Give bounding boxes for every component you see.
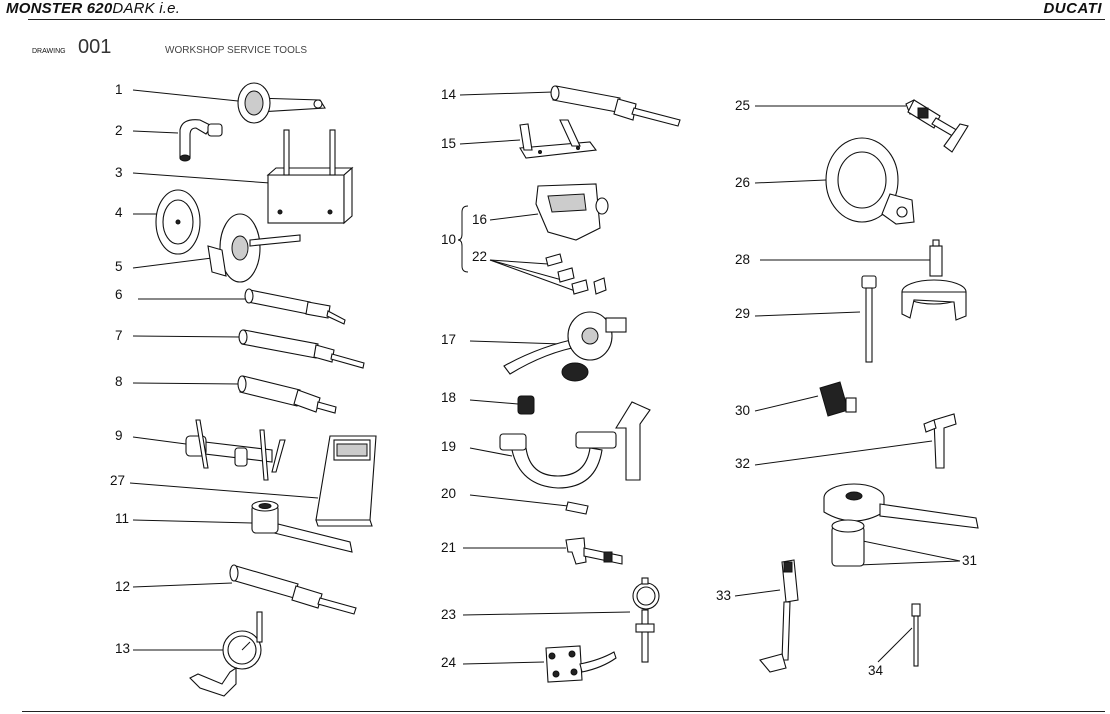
callout-23: 23 <box>441 607 456 622</box>
tool-22-pins <box>545 253 607 295</box>
callout-30: 30 <box>735 403 750 418</box>
callout-24: 24 <box>441 655 457 670</box>
tool-34-probe <box>911 603 921 667</box>
callout-22: 22 <box>472 249 487 264</box>
callout-15: 15 <box>441 136 456 151</box>
tool-27-tester <box>315 435 377 527</box>
tool-25-t-handle <box>905 99 969 153</box>
callout-26: 26 <box>735 175 750 190</box>
drawing-label: DRAWING <box>32 48 66 55</box>
callout-16: 16 <box>472 212 487 227</box>
callout-9: 9 <box>115 428 123 443</box>
tool-17-flywheel-holder <box>503 311 627 382</box>
tool-1-wrench <box>237 82 326 124</box>
callout-17: 17 <box>441 332 456 347</box>
tool-30-knurled-nut <box>819 381 857 417</box>
tool-33-puller-rod <box>759 559 799 673</box>
footer-rule <box>22 711 1105 712</box>
callout-4: 4 <box>115 205 123 220</box>
callout-6: 6 <box>115 287 123 302</box>
tool-11-socket-wrench <box>251 500 353 553</box>
tool-5-timing-disc <box>207 213 301 283</box>
callout-27: 27 <box>110 473 125 488</box>
tool-14-drift <box>550 85 681 127</box>
tool-7-drift <box>238 329 365 369</box>
tool-4-degree-wheel <box>155 189 201 255</box>
tool-23-bore-gauge <box>632 577 660 663</box>
tool-13-dial-gauge <box>189 611 263 697</box>
brand-logo: DUCATI <box>1043 0 1102 17</box>
model-title: MONSTER 620DARK i.e. <box>6 0 180 17</box>
callout-21: 21 <box>441 540 456 555</box>
callout-31: 31 <box>962 553 977 568</box>
tool-24-holder <box>545 645 617 683</box>
tool-8-drift <box>237 375 337 414</box>
tool-15-support <box>519 119 598 159</box>
callout-10: 10 <box>441 232 456 247</box>
drawing-title: WORKSHOP SERVICE TOOLS <box>165 45 308 56</box>
tool-21-tensioner <box>565 537 623 565</box>
tool-29-pin <box>861 275 877 363</box>
callout-34: 34 <box>868 663 884 678</box>
callout-19: 19 <box>441 439 456 454</box>
tool-26-ring-wrench <box>825 137 915 225</box>
callout-1: 1 <box>115 82 123 97</box>
callout-18: 18 <box>441 390 456 405</box>
callout-8: 8 <box>115 374 123 389</box>
tool-18-nut <box>517 395 535 415</box>
callout-29: 29 <box>735 306 750 321</box>
tool-12-drift <box>229 564 357 615</box>
callout-25: 25 <box>735 98 750 113</box>
callout-28: 28 <box>735 252 750 267</box>
callout-13: 13 <box>115 641 130 656</box>
header-rule <box>28 19 1105 20</box>
callout-20: 20 <box>441 486 456 501</box>
tool-32-bent-rod <box>923 413 957 469</box>
tool-9-puller <box>185 419 286 481</box>
callout-5: 5 <box>115 259 123 274</box>
tool-19-caliper <box>499 401 651 489</box>
callout-33: 33 <box>716 588 731 603</box>
callout-14: 14 <box>441 87 457 102</box>
tool-31-socket-set <box>823 483 979 567</box>
tool-3-bracket <box>266 129 354 225</box>
callout-32: 32 <box>735 456 750 471</box>
callout-12: 12 <box>115 579 130 594</box>
callout-11: 11 <box>115 511 129 526</box>
model-variant: DARK i.e. <box>112 0 181 17</box>
callout-3: 3 <box>115 165 123 180</box>
tool-20-pin <box>565 501 589 515</box>
callout-7: 7 <box>115 328 123 343</box>
tool-6-drift <box>244 288 346 325</box>
group-bracket <box>457 205 469 273</box>
tool-2-hook <box>179 119 223 162</box>
callout-2: 2 <box>115 123 123 138</box>
tool-16-fixture <box>535 183 609 241</box>
model-name: MONSTER 620 <box>6 0 113 17</box>
drawing-number: 001 <box>78 36 112 58</box>
tool-28-extractor <box>901 239 967 321</box>
